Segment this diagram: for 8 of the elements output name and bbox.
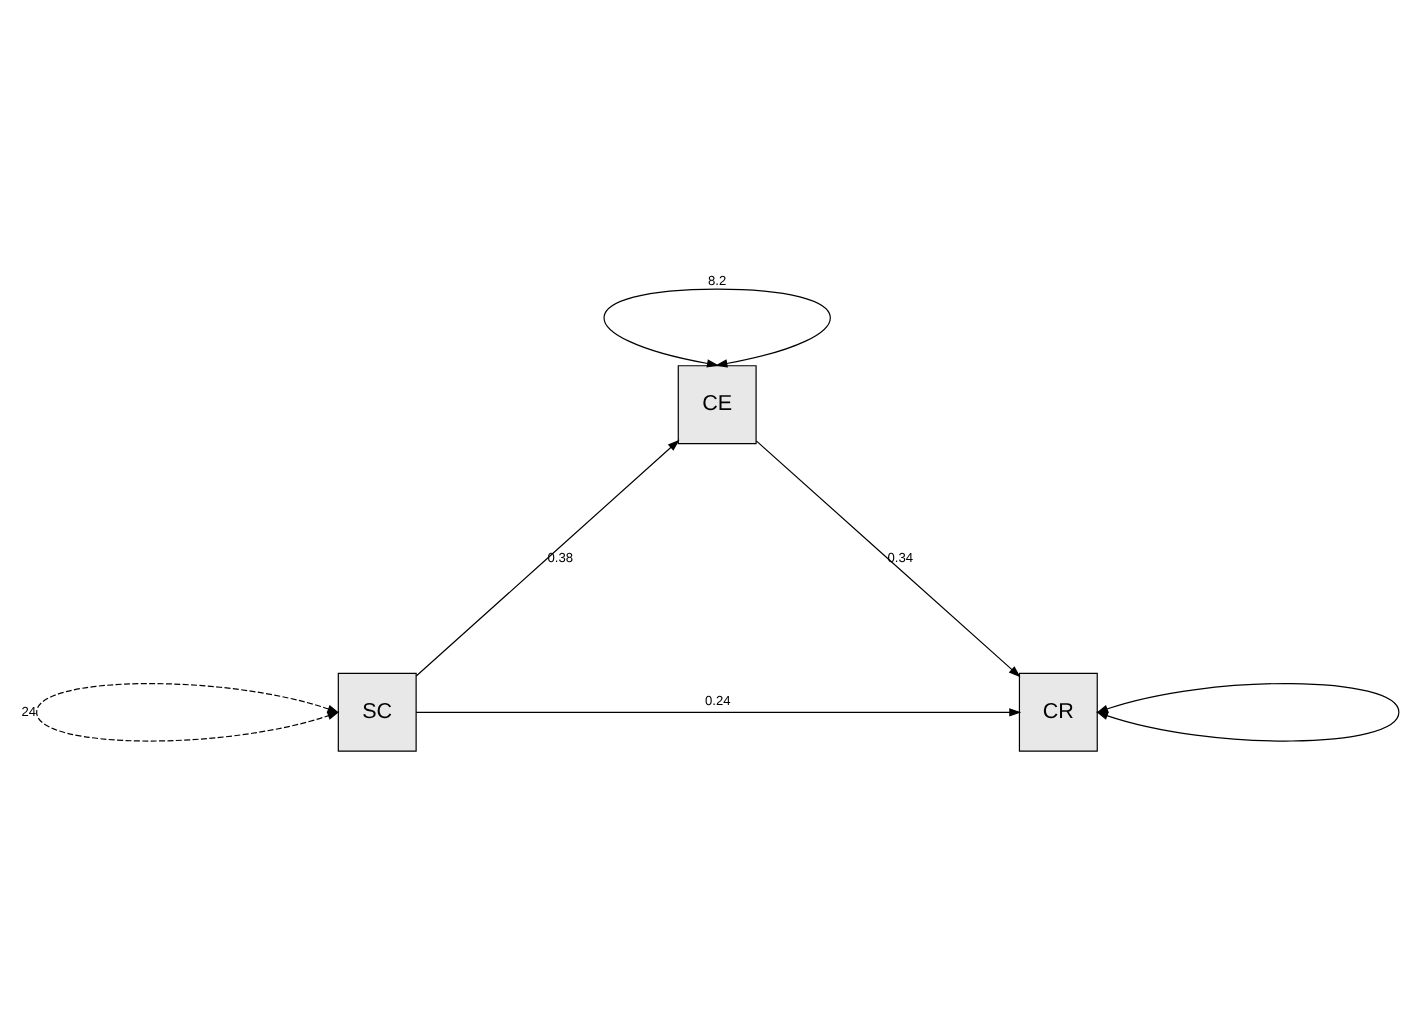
arrow — [36, 683, 340, 742]
arrow — [603, 288, 831, 368]
arrow — [415, 439, 680, 677]
node-box: SC — [337, 672, 417, 752]
arrow — [415, 708, 1022, 717]
arrow — [755, 440, 1021, 678]
node-box: CR — [1018, 672, 1098, 752]
node-box: CE — [677, 365, 757, 445]
